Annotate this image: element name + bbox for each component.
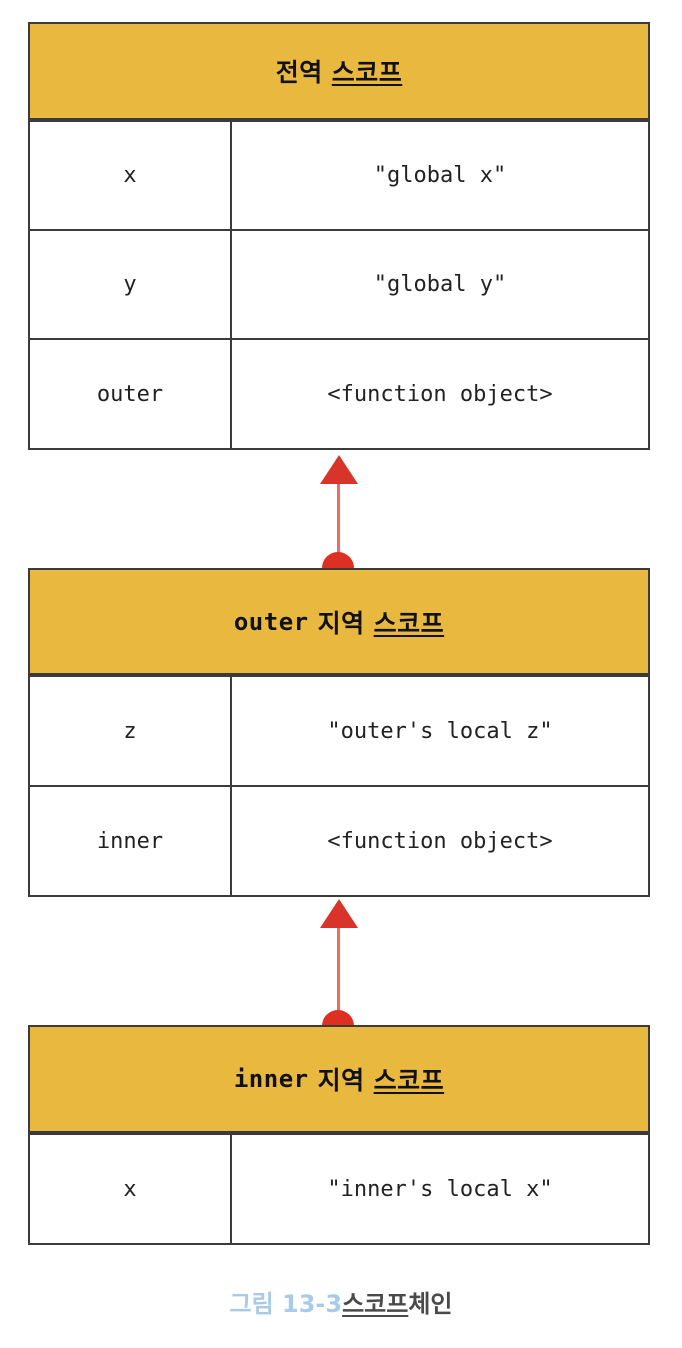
scope-header-plain-text: 전역: [275, 58, 323, 87]
cell-variable-name: outer: [30, 340, 232, 448]
table-row: x "inner's local x": [30, 1133, 648, 1243]
scope-block-global: 전역 스코프 x "global x" y "global y" outer <…: [28, 22, 650, 450]
scope-header-underlined-text: 스코프: [373, 608, 445, 638]
table-row: y "global y": [30, 229, 648, 338]
scope-header-global: 전역 스코프: [30, 24, 648, 120]
scope-header-outer: outer 지역 스코프: [30, 570, 648, 675]
scope-block-outer: outer 지역 스코프 z "outer's local z" inner <…: [28, 568, 650, 897]
scope-header-underlined-text: 스코프: [331, 58, 403, 87]
connector-line: [337, 470, 340, 580]
figure-number: 그림 13-3: [229, 1290, 343, 1318]
figure-caption: 그림 13-3스코프체인: [0, 1284, 682, 1319]
cell-variable-value: "global x": [373, 163, 507, 188]
scope-header-underlined-text: 스코프: [373, 1066, 445, 1095]
cell-variable-name: inner: [30, 787, 232, 895]
scope-header-mono-prefix: inner: [233, 1065, 309, 1093]
figure-caption-underlined: 스코프: [342, 1290, 409, 1318]
table-row: outer <function object>: [30, 338, 648, 448]
scope-header-inner: inner 지역 스코프: [30, 1027, 648, 1133]
scope-header-plain-text: 지역: [317, 1066, 365, 1095]
cell-variable-name: x: [30, 1135, 232, 1243]
cell-variable-value: <function object>: [327, 828, 553, 854]
cell-variable-value: "global y": [373, 272, 507, 297]
table-row: inner <function object>: [30, 785, 648, 895]
figure-caption-rest: 체인: [408, 1290, 453, 1318]
table-row: x "global x": [30, 120, 648, 229]
scope-header-mono-prefix: outer: [233, 607, 309, 636]
table-row: z "outer's local z": [30, 675, 648, 785]
connector-line: [337, 915, 340, 1033]
scope-block-inner: inner 지역 스코프 x "inner's local x": [28, 1025, 650, 1245]
cell-variable-name: z: [30, 677, 232, 785]
cell-variable-value: "inner's local x": [327, 1176, 553, 1202]
arrowhead-icon: [320, 899, 358, 928]
scope-header-plain-text: 지역: [317, 608, 365, 638]
cell-variable-name: x: [30, 122, 232, 229]
cell-variable-value: "outer's local z": [327, 718, 553, 744]
arrowhead-icon: [320, 455, 358, 484]
cell-variable-value: <function object>: [327, 381, 553, 407]
cell-variable-name: y: [30, 231, 232, 338]
